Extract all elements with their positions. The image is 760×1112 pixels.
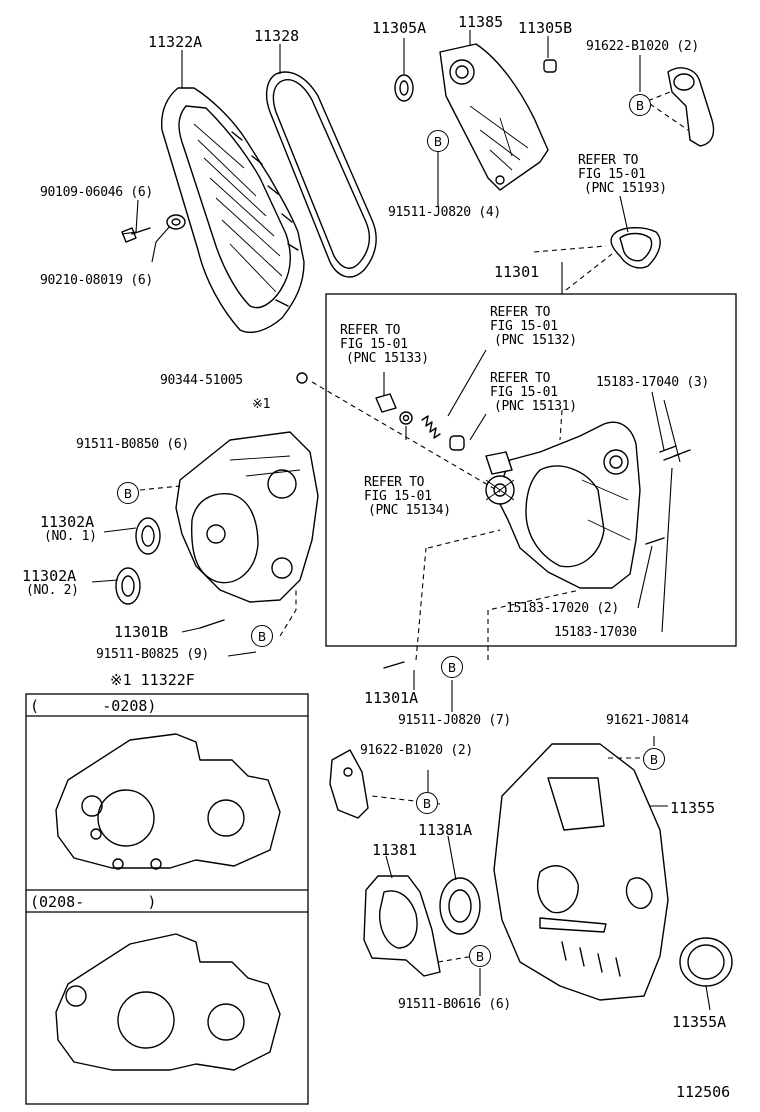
bolt-marker-b: B [629,94,651,116]
ref-15134-line2: FIG 15-01 [364,489,432,504]
part-label-11328: 11328 [254,27,300,45]
part-label-11301B: 11301B [114,623,169,641]
bolt-marker-b: B [251,625,273,647]
part-label-91621-J0814: 91621-J0814 [606,713,689,728]
studs-15183 [645,445,691,545]
pin-11301A [383,661,405,669]
bolt-marker-b: B [117,482,139,504]
bracket-91622-top [667,67,715,147]
part-label-11302A-no1: 11302A [40,513,95,531]
ref-15134-line3: (PNC 15134) [368,503,451,518]
ref-15131-line1: REFER TO [490,371,551,386]
part-label-11385: 11385 [458,13,504,31]
part-label-11301: 11301 [494,263,540,281]
bolt-marker-b: B [441,656,463,678]
ref-15132-line2: FIG 15-01 [490,319,558,334]
timing-cover-11322A [161,87,305,334]
pin-11305B [543,59,557,73]
washer-15134 [399,411,413,425]
part-label-11355: 11355 [670,799,716,817]
part-label-11355A: 11355A [672,1013,727,1031]
part-label-15183-17020: 15183-17020 (2) [506,601,619,616]
range-label-late: (0208- ) [30,893,157,911]
ref-15132-line3: (PNC 15132) [494,333,577,348]
bolt-marker-b: B [416,792,438,814]
gasket-15193 [610,227,661,269]
part-label-15183-17030: 15183-17030 [554,625,637,640]
bolt-marker-b: B [427,130,449,152]
seal-retainer-11381 [363,875,441,977]
seal-11302A-no2 [115,567,141,605]
part-label-91511-J0820-7: 91511-J0820 (7) [398,713,511,728]
plunger-15131 [449,435,465,451]
part-label-91622-top: 91622-B1020 (2) [586,39,699,54]
ref-15193-line1: REFER TO [578,153,639,168]
plate-11385 [439,43,549,191]
ref-15133-line3: (PNC 15133) [346,351,429,366]
seal-11355A [679,937,733,987]
part-label-11322A: 11322A [148,33,203,51]
bolt-marker-b: B [643,748,665,770]
ref-15133-line2: FIG 15-01 [340,337,408,352]
bolt-90109 [121,227,151,243]
part-label-11301A: 11301A [364,689,419,707]
part-label-11322F: ※1 11322F [110,671,195,689]
part-label-11381A: 11381A [418,821,473,839]
part-label-91511-B0850: 91511-B0850 (6) [76,437,189,452]
ref-15132-line1: REFER TO [490,305,551,320]
ref-15134-line1: REFER TO [364,475,425,490]
seal-11381A [439,877,481,935]
ref-15133-line1: REFER TO [340,323,401,338]
seal-11302A-no1 [135,517,161,555]
timing-case-left [175,431,319,603]
part-label-90210: 90210-08019 (6) [40,273,153,288]
ref-15131-line2: FIG 15-01 [490,385,558,400]
diagram-id: 112506 [676,1083,731,1101]
part-label-15183-17040: 15183-17040 (3) [596,375,709,390]
part-label-11305B: 11305B [518,19,573,37]
part-label-11381: 11381 [372,841,418,859]
part-label-90109: 90109-06046 (6) [40,185,153,200]
plate-11355 [493,743,669,1001]
ref-15193-line2: FIG 15-01 [578,167,646,182]
part-label-91622-mid: 91622-B1020 (2) [360,743,473,758]
part-label-11302A-no2-sub: (NO. 2) [26,583,79,598]
part-label-90344: 90344-51005 [160,373,243,388]
washer-90210 [166,214,186,230]
part-label-11302A-no1-sub: (NO. 1) [44,529,97,544]
bracket-91622-mid [329,749,369,819]
ref-15193-line3: (PNC 15193) [584,181,667,196]
part-label-91511-B0616: 91511-B0616 (6) [398,997,511,1012]
plug-90344 [296,372,308,384]
part-label-91511-B0825: 91511-B0825 (9) [96,647,209,662]
group-box-11301 [325,293,737,647]
gasket-11322F-panel [25,693,309,1105]
plug-15133 [375,393,397,413]
spring-15132 [421,415,441,439]
range-label-early: ( -0208) [30,697,157,715]
gasket-11322F-late [55,933,281,1071]
pin-11301B [199,619,225,629]
leader-lines [91,30,711,1011]
ref-15131-line3: (PNC 15131) [494,399,577,414]
mark-1: ※1 [252,397,271,412]
seal-11305A [394,74,414,102]
gasket-11328 [265,71,377,278]
part-label-91511-J0820-4: 91511-J0820 (4) [388,205,501,220]
part-label-11302A-no2: 11302A [22,567,77,585]
gasket-11322F-early [55,733,281,870]
timing-case-11301 [485,421,641,589]
part-label-11305A: 11305A [372,19,427,37]
bolt-marker-b: B [469,945,491,967]
